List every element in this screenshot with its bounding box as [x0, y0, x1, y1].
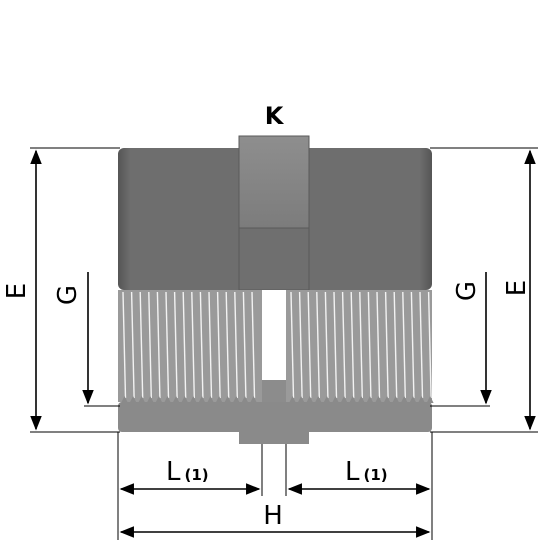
thread-line — [182, 291, 187, 399]
thread-line — [376, 291, 381, 399]
label-l-left-letter: L — [166, 457, 181, 487]
thread-line — [251, 291, 256, 399]
thread-line — [199, 291, 204, 399]
thread-line — [384, 291, 389, 399]
extension-lines — [30, 147, 538, 540]
label-h: H — [263, 501, 283, 531]
label-k: K — [265, 102, 285, 130]
thread-line — [173, 291, 178, 399]
bottom-band — [118, 402, 432, 432]
thread-line — [419, 291, 424, 399]
thread-section-left — [118, 290, 262, 402]
thread-line — [216, 291, 221, 399]
label-l-left: L(1) — [166, 457, 209, 487]
hex-nut-bottom — [239, 432, 309, 444]
thread-line — [410, 291, 415, 399]
label-e-left: E — [2, 283, 32, 299]
dimension-labels: K E E G G L(1) L(1) H — [2, 102, 532, 531]
thread-line — [393, 291, 398, 399]
label-e-right: E — [502, 280, 532, 296]
thread-line — [333, 291, 338, 399]
thread-lines — [122, 291, 432, 399]
label-g-right: G — [452, 281, 482, 301]
label-l-left-note: (1) — [185, 466, 209, 484]
thread-line — [191, 291, 195, 399]
label-g-left: G — [53, 285, 83, 305]
thread-line — [341, 291, 346, 399]
thread-line — [427, 291, 432, 399]
label-l-right: L(1) — [345, 457, 388, 487]
thread-line — [156, 291, 161, 399]
thread-line — [208, 291, 213, 399]
hex-nut-middle — [238, 227, 310, 291]
central-bore — [262, 290, 286, 380]
dimension-arrows — [30, 149, 536, 538]
coupling-body — [118, 135, 434, 444]
thread-line — [234, 291, 238, 399]
thread-line — [298, 291, 303, 399]
thread-teeth — [121, 396, 434, 403]
thread-line — [290, 291, 295, 399]
thread-line — [367, 291, 372, 399]
thread-line — [122, 291, 127, 399]
thread-line — [139, 291, 144, 399]
thread-line — [350, 291, 355, 399]
label-l-right-letter: L — [345, 457, 360, 487]
thread-line — [359, 291, 363, 399]
thread-line — [242, 291, 247, 399]
thread-line — [402, 291, 406, 399]
thread-line — [316, 291, 320, 399]
label-l-right-note: (1) — [364, 466, 388, 484]
thread-line — [130, 291, 135, 399]
thread-line — [148, 291, 152, 399]
thread-line — [165, 291, 170, 399]
thread-line — [307, 291, 312, 399]
hex-nut-top — [238, 135, 310, 229]
thread-line — [324, 291, 329, 399]
central-web — [262, 380, 286, 402]
thread-line — [225, 291, 230, 399]
